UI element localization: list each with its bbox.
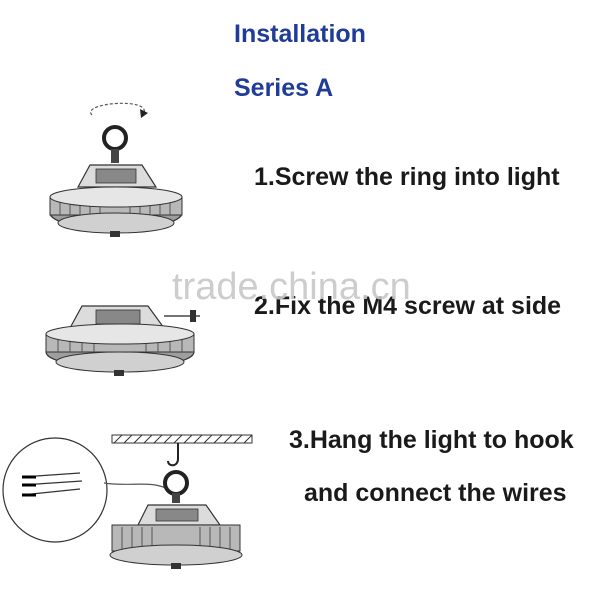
step-2-text: 2.Fix the M4 screw at side <box>254 292 562 320</box>
step3-ufo-light-hang-icon <box>2 434 253 569</box>
step-3-text-line2: and connect the wires <box>304 479 567 507</box>
step-1-text: 1.Screw the ring into light <box>254 163 560 191</box>
step2-ufo-light-screw-icon <box>45 305 200 376</box>
series-label: Series A <box>234 74 334 102</box>
step-3-text-line1: 3.Hang the light to hook <box>289 426 574 454</box>
watermark: trade.china.cn <box>172 266 411 308</box>
step1-ufo-light-ring-icon <box>49 102 183 237</box>
page-title: Installation <box>234 20 366 48</box>
